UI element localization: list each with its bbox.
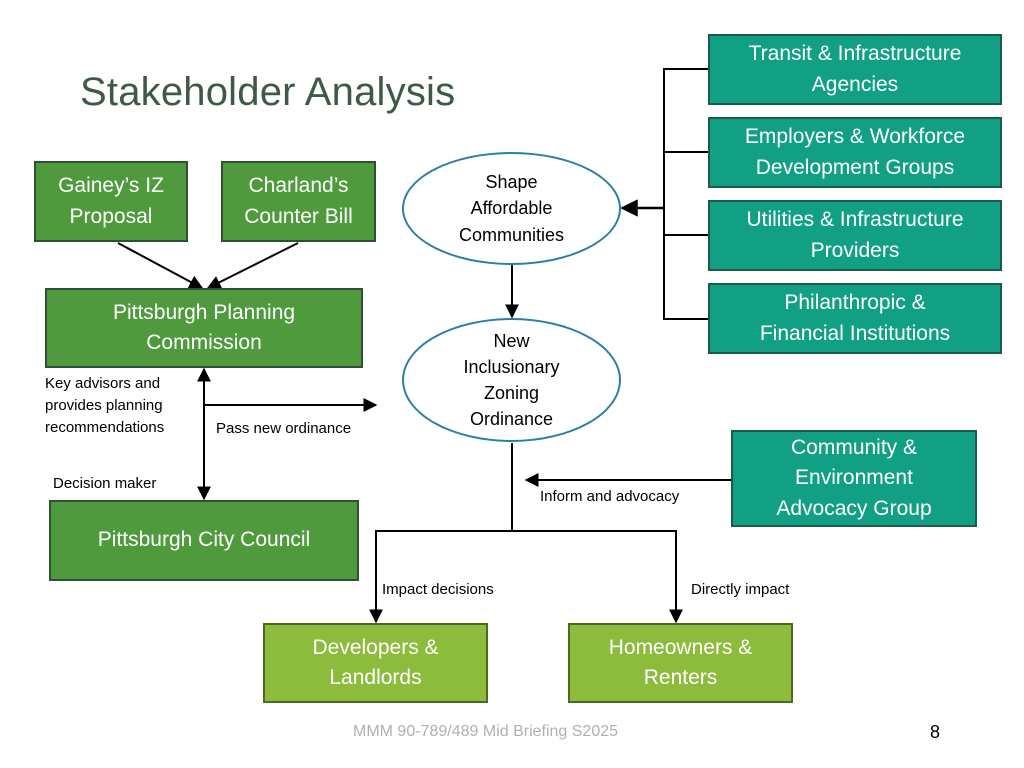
gainey-proposal-box: Gainey’s IZ Proposal — [34, 161, 188, 242]
city-council-box: Pittsburgh City Council — [49, 500, 359, 581]
utilities-providers-box: Utilities & Infrastructure Providers — [708, 200, 1002, 271]
directly-impact-label: Directly impact — [691, 581, 790, 598]
slide-footer: MMM 90-789/489 Mid Briefing S2025 — [353, 723, 619, 740]
homeowners-renters-box: Homeowners & Renters — [568, 623, 793, 703]
zoning-ordinance-ellipse: New Inclusionary Zoning Ordinance — [402, 318, 621, 442]
page-number: 8 — [930, 722, 941, 742]
developers-landlords-box: Developers & Landlords — [263, 623, 488, 703]
transit-agencies-box: Transit & Infrastructure Agencies — [708, 34, 1002, 105]
employers-workforce-box: Employers & Workforce Development Groups — [708, 117, 1002, 188]
inform-advocacy-label: Inform and advocacy — [540, 488, 680, 505]
shape-communities-ellipse: Shape Affordable Communities — [402, 152, 621, 265]
key-advisors-label: Key advisors and provides planning recom… — [45, 375, 165, 436]
arrow-charland-to-planning — [206, 242, 299, 289]
pass-ordinance-label: Pass new ordinance — [216, 420, 352, 437]
branch-developers — [369, 530, 512, 624]
charland-counter-bill-box: Charland’s Counter Bill — [221, 161, 376, 242]
branch-homeowners — [512, 530, 683, 624]
planning-commission-box: Pittsburgh Planning Commission — [45, 288, 363, 368]
arrow-gainey-to-planning — [117, 242, 204, 289]
impact-decisions-label: Impact decisions — [382, 581, 494, 598]
slide-title: Stakeholder Analysis — [80, 70, 456, 114]
advocacy-group-box: Community & Environment Advocacy Group — [731, 430, 977, 527]
philanthropic-institutions-box: Philanthropic & Financial Institutions — [708, 283, 1002, 354]
bracket-right-stakeholders — [663, 68, 708, 320]
decision-maker-label: Decision maker — [53, 475, 157, 492]
